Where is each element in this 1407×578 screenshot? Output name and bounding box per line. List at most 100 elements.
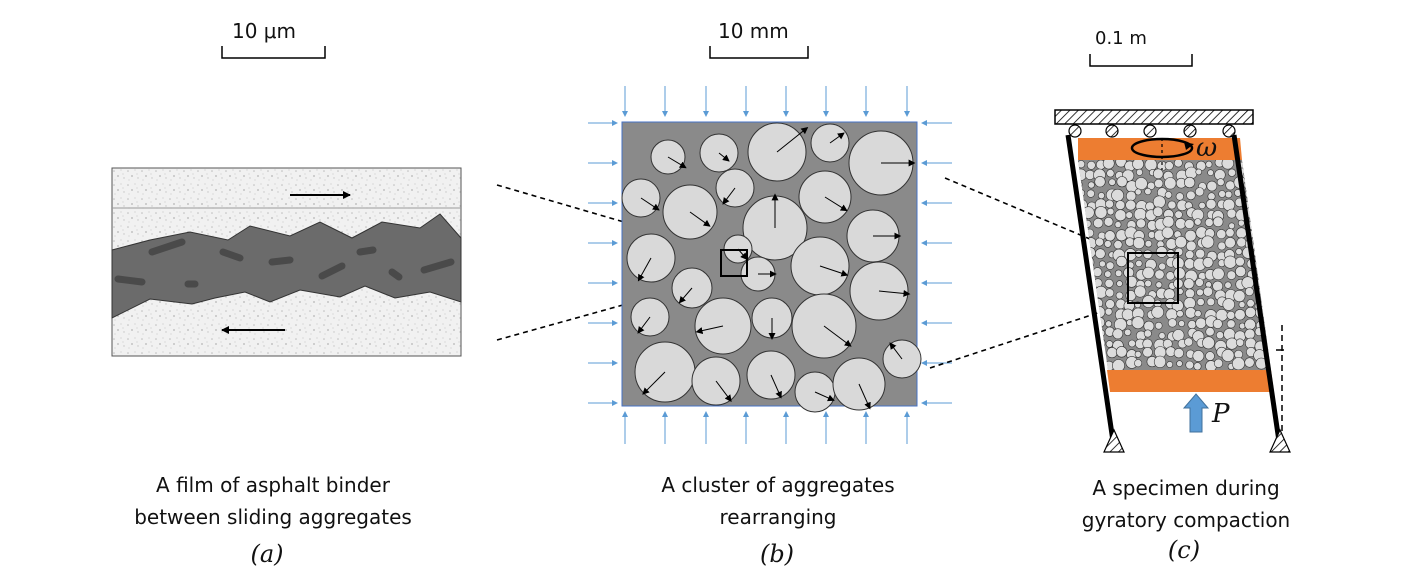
specimen-aggregate <box>1078 356 1088 369</box>
compaction-force: P <box>1182 393 1230 433</box>
specimen-aggregate <box>1152 206 1164 217</box>
panel-label-a: (a) <box>250 540 283 568</box>
specimen-aggregate <box>1204 218 1214 227</box>
specimen-aggregate <box>1185 288 1195 299</box>
aggregate-particle <box>882 339 922 379</box>
specimen-aggregate <box>1263 187 1271 196</box>
specimen-aggregate <box>1183 176 1196 189</box>
scale-bar-a: 10 μm <box>221 19 326 59</box>
specimen-aggregate <box>1084 331 1095 342</box>
specimen-aggregate <box>1104 230 1116 242</box>
specimen-aggregate <box>1194 187 1205 197</box>
aggregate-particle <box>794 371 836 413</box>
aggregates-cluster <box>621 122 922 413</box>
aggregate-particle <box>715 168 755 208</box>
specimen-aggregate <box>1108 178 1116 186</box>
bottom-plate <box>1107 370 1274 392</box>
specimen-aggregate <box>1267 249 1271 257</box>
aggregate-particle <box>791 293 857 359</box>
specimen-aggregate <box>1086 339 1095 348</box>
specimen-aggregate <box>1086 160 1096 170</box>
specimen-aggregate <box>1066 311 1072 317</box>
specimen-aggregate <box>1174 236 1187 249</box>
aggregate-particle <box>630 297 670 337</box>
specimen-aggregate <box>1125 190 1137 202</box>
specimen-aggregate <box>1244 318 1256 331</box>
specimen-aggregate <box>1085 228 1095 238</box>
specimen-aggregate <box>1087 359 1096 369</box>
specimen-aggregate <box>1221 349 1235 362</box>
specimen-aggregate <box>1124 328 1132 337</box>
panel-c: 0.1 m ω P A <box>1054 28 1291 564</box>
specimen-aggregate <box>1195 317 1207 329</box>
specimen-aggregate <box>1068 288 1077 297</box>
omega-symbol: ω <box>1196 133 1217 163</box>
panel-b: 10 mm A cluster of aggregates rearrangin… <box>588 19 952 568</box>
force-symbol: P <box>1211 399 1230 429</box>
specimen-aggregate <box>1185 250 1195 260</box>
specimen-aggregate <box>1115 160 1127 168</box>
specimen-aggregate <box>1206 180 1218 192</box>
specimen-aggregate <box>1078 299 1089 312</box>
specimen-aggregate <box>1244 328 1256 340</box>
aggregate-particle <box>650 139 687 175</box>
specimen-aggregate <box>1226 208 1237 219</box>
specimen-aggregate <box>1255 160 1264 168</box>
specimen-aggregate <box>1105 299 1115 309</box>
specimen-aggregate <box>1154 269 1165 280</box>
specimen-aggregate <box>1195 168 1202 176</box>
specimen-aggregate <box>1112 328 1124 340</box>
specimen-aggregate <box>1216 229 1227 240</box>
specimen-aggregate <box>1086 347 1097 358</box>
aggregate-particle <box>747 122 809 182</box>
specimen-aggregate <box>1087 181 1095 189</box>
specimen-aggregate <box>1246 299 1255 308</box>
specimen-aggregate <box>1178 320 1185 327</box>
specimen-aggregate <box>1066 330 1077 341</box>
specimen-aggregate <box>1218 190 1226 198</box>
binder-film-figure <box>111 167 462 357</box>
specimen-aggregate <box>1264 238 1271 251</box>
specimen-aggregate <box>1104 270 1112 278</box>
aggregate-particle <box>810 123 850 163</box>
specimen-aggregate <box>1078 160 1086 169</box>
scale-bar-c: 0.1 m <box>1089 28 1193 67</box>
specimen-aggregate <box>1237 219 1245 227</box>
scale-label-b: 10 mm <box>718 19 789 43</box>
scale-bar-b: 10 mm <box>709 19 809 59</box>
specimen-aggregate <box>1167 200 1177 210</box>
specimen-aggregate <box>1186 190 1196 201</box>
specimen-aggregate <box>1256 272 1264 280</box>
specimen-aggregate <box>1062 358 1074 370</box>
specimen-aggregate <box>1198 201 1206 210</box>
specimen-aggregate <box>1236 237 1247 248</box>
specimen-aggregate <box>1105 261 1115 270</box>
specimen-aggregate <box>1151 305 1164 319</box>
specimen-aggregate <box>1205 160 1213 168</box>
aggregate-particle <box>832 357 886 411</box>
specimen-aggregate <box>1164 191 1173 199</box>
specimen-aggregate <box>1201 235 1215 249</box>
aggregate-particle <box>694 297 752 355</box>
specimen-aggregate <box>1185 240 1197 252</box>
specimen-aggregate <box>1094 206 1108 219</box>
specimen-aggregate <box>1255 179 1266 190</box>
specimen-aggregate <box>1224 190 1233 199</box>
specimen-aggregate <box>1092 267 1103 277</box>
specimen-aggregate <box>1099 260 1106 268</box>
specimen-aggregate <box>1097 192 1105 200</box>
specimen-aggregate <box>1194 218 1202 226</box>
specimen-aggregate <box>1244 357 1255 368</box>
specimen-aggregate <box>1262 170 1271 183</box>
specimen-aggregate <box>1263 261 1271 271</box>
panel-label-b: (b) <box>760 540 794 568</box>
panel-label-c: (c) <box>1168 536 1200 564</box>
specimen-aggregate <box>1222 298 1235 311</box>
specimen-aggregate <box>1227 168 1236 177</box>
specimen-aggregate <box>1078 316 1087 328</box>
specimen-aggregate <box>1083 219 1092 228</box>
aggregate-particle <box>699 133 739 173</box>
specimen-aggregate <box>1144 187 1152 196</box>
specimen-aggregate <box>1184 337 1194 347</box>
specimen-aggregate <box>1066 223 1072 229</box>
